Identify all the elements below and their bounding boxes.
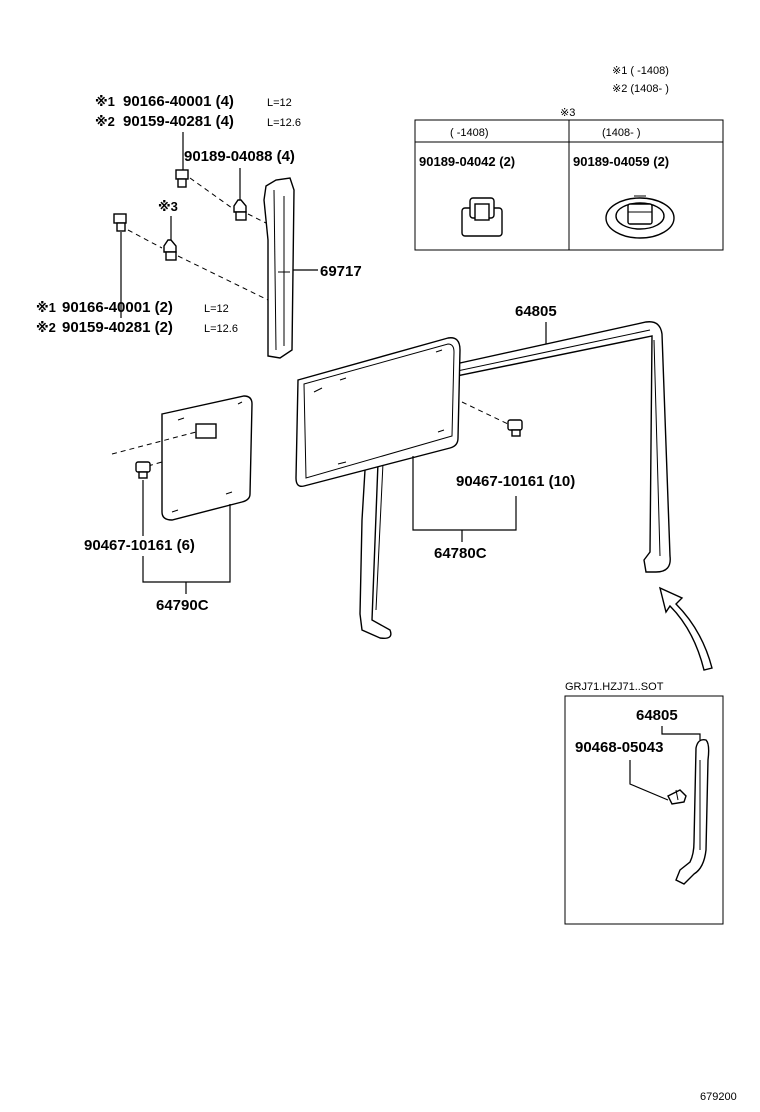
inset-strip-drawing	[675, 738, 710, 885]
screw-mid-1-label: 90166-40001 (2)	[62, 299, 173, 316]
door-board-center-drawing	[295, 337, 461, 488]
clip-center-label: 90467-10161 (10)	[456, 473, 575, 490]
inset-title: GRJ71.HZJ71..SOT	[565, 681, 664, 693]
screw-mid-2-mark: ※2	[36, 320, 56, 335]
screw-top-2-length: L=12.6	[267, 117, 301, 129]
weatherstrip-label: 64805	[515, 303, 557, 320]
pillar-garnish-drawing	[263, 177, 295, 359]
screw-top-2-mark: ※2	[95, 114, 115, 129]
legend-line-1: ※1 ( -1408)	[612, 65, 669, 77]
screw-mid-2-length: L=12.6	[204, 323, 238, 335]
screw-top	[175, 169, 189, 188]
board-center-label: 64780C	[434, 545, 487, 562]
clip-mid-mark: ※3	[158, 199, 178, 214]
screw-mid-1-length: L=12	[204, 303, 229, 315]
clip-mid	[163, 239, 177, 261]
clip-table-col1-header: ( -1408)	[450, 127, 489, 139]
clip-table-mark: ※3	[560, 107, 575, 119]
door-board-left-drawing	[161, 395, 253, 521]
inset-clip-label: 90468-05043	[575, 739, 663, 756]
board-left-handle	[195, 423, 217, 439]
pillar-label: 69717	[320, 263, 362, 280]
screw-mid	[113, 213, 127, 232]
legend-line-2: ※2 (1408- )	[612, 83, 669, 95]
clip-center	[507, 419, 523, 437]
clip-table: ※3 ( -1408) (1408- ) 90189-04042 (2) 901…	[414, 107, 724, 251]
clip-90189-04042-drawing	[461, 197, 503, 237]
inset-frame	[564, 695, 724, 925]
clip-table-col1-part: 90189-04042 (2)	[419, 154, 515, 169]
inset-clip	[667, 789, 687, 805]
figure-number: 679200	[700, 1091, 737, 1103]
detail-arrow	[658, 586, 713, 671]
clip-top	[233, 199, 247, 221]
clip-left-label: 90467-10161 (6)	[84, 537, 195, 554]
screw-mid-2-label: 90159-40281 (2)	[62, 319, 173, 336]
inset-strip-label: 64805	[636, 707, 678, 724]
board-left-label: 64790C	[156, 597, 209, 614]
clip-table-col2-part: 90189-04059 (2)	[573, 154, 669, 169]
screw-top-2-label: 90159-40281 (4)	[123, 113, 234, 130]
clip-90189-04059-drawing	[605, 195, 675, 239]
clip-left	[135, 461, 151, 479]
clip-table-col2-header: (1408- )	[602, 127, 641, 139]
screw-top-1-length: L=12	[267, 97, 292, 109]
clip-top-label: 90189-04088 (4)	[184, 148, 295, 165]
screw-top-1-mark: ※1	[95, 94, 115, 109]
screw-mid-1-mark: ※1	[36, 300, 56, 315]
screw-top-1-label: 90166-40001 (4)	[123, 93, 234, 110]
